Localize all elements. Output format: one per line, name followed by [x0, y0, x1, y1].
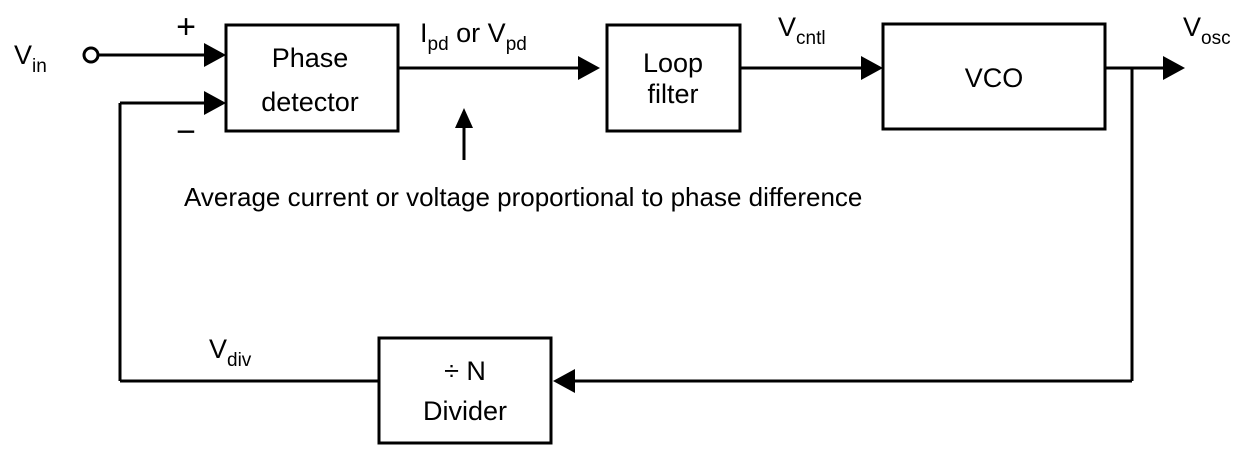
minus-sign: −: [176, 113, 196, 151]
loop-filter-label-line1: Loop: [643, 48, 703, 78]
plus-sign: +: [176, 8, 196, 46]
vin-terminal: [82, 46, 100, 64]
vin-label: Vin: [14, 40, 47, 77]
phase-detector-label-line2: detector: [261, 87, 359, 117]
phase-detector-box: [224, 23, 400, 133]
pd-output-arrowhead: [578, 56, 600, 80]
divider-input-arrowhead: [553, 369, 575, 393]
vin-arrowhead: [204, 43, 226, 67]
vosc-label: Vosc: [1183, 12, 1231, 49]
annotation-pointer-arrowhead: [455, 108, 473, 128]
vdiv-arrowhead: [204, 91, 226, 115]
vcntl-arrowhead: [861, 56, 883, 80]
vosc-arrowhead: [1163, 56, 1185, 80]
phase-detector-label-line1: Phase: [272, 43, 349, 73]
divider-label-line2: Divider: [423, 396, 507, 426]
pd-output-label: Ipd or Vpd: [420, 18, 527, 55]
annotation-text: Average current or voltage proportional …: [184, 182, 862, 212]
vcntl-label: Vcntl: [778, 12, 826, 49]
vdiv-label: Vdiv: [209, 334, 252, 371]
divider-label-line1: ÷ N: [444, 356, 486, 386]
vco-label: VCO: [965, 63, 1024, 93]
vco-box: [881, 22, 1107, 131]
divider-box: [377, 336, 553, 445]
loop-filter-label-line2: filter: [647, 79, 698, 109]
loop-filter-box: [605, 23, 742, 133]
